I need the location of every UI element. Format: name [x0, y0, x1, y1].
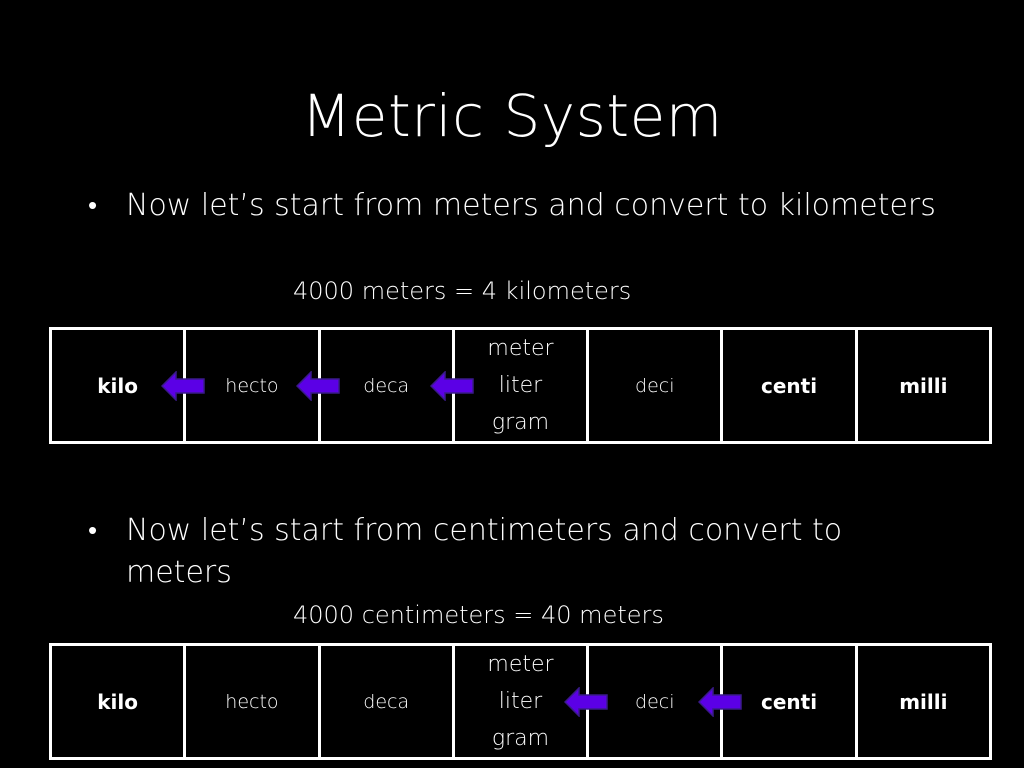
cell-centi-label: centi — [761, 373, 818, 398]
bullet-point-1: • Now let’s start from meters and conver… — [88, 185, 1008, 227]
cell-gram-label: gram — [491, 410, 550, 435]
cell-deca-label: deca — [363, 690, 410, 713]
bullet-text-1: Now let’s start from meters and convert … — [126, 188, 936, 223]
prefix-table-1: kilo hecto deca meter liter gram deci ce… — [49, 327, 992, 444]
cell-milli: milli — [858, 330, 989, 441]
cell-deci: deci — [589, 330, 724, 441]
cell-hecto-label: hecto — [225, 690, 279, 713]
cell-centi-label: centi — [761, 689, 818, 714]
left-arrow-icon — [161, 370, 206, 401]
cell-centi: centi — [723, 330, 858, 441]
cell-meter-label: meter — [487, 652, 554, 677]
cell-deci: deci — [589, 646, 743, 757]
cell-deci-label: deci — [635, 690, 675, 713]
bullet-icon: • — [88, 516, 98, 546]
cell-base-units: meter liter gram — [455, 330, 590, 441]
cell-deca-label: deca — [363, 374, 410, 397]
cell-kilo: kilo — [52, 646, 187, 757]
cell-gram-label: gram — [491, 726, 550, 751]
bullet-point-2: • Now let’s start from centimeters and c… — [88, 510, 928, 594]
cell-milli-label: milli — [899, 689, 948, 714]
cell-deca: deca — [321, 330, 474, 441]
bullet-icon: • — [88, 191, 98, 221]
cell-deca: deca — [321, 646, 455, 757]
conversion-equation-1: 4000 meters = 4 kilometers — [293, 277, 632, 305]
bullet-text-2: Now let’s start from centimeters and con… — [126, 513, 843, 590]
left-arrow-icon — [295, 370, 340, 401]
cell-hecto-label: hecto — [225, 374, 279, 397]
left-arrow-icon — [564, 686, 608, 717]
cell-meter-label: meter — [487, 336, 554, 361]
cell-hecto: hecto — [186, 646, 321, 757]
cell-kilo: kilo — [52, 330, 206, 441]
cell-liter-label: liter — [498, 373, 543, 398]
cell-hecto: hecto — [186, 330, 340, 441]
conversion-equation-2: 4000 centimeters = 40 meters — [293, 601, 664, 629]
cell-centi: centi — [723, 646, 858, 757]
cell-kilo-label: kilo — [97, 373, 139, 398]
cell-milli-label: milli — [899, 373, 948, 398]
cell-base-units: meter liter gram — [455, 646, 608, 757]
cell-liter-label: liter — [498, 689, 543, 714]
slide-title: Metric System — [301, 82, 723, 150]
cell-milli: milli — [858, 646, 989, 757]
cell-kilo-label: kilo — [97, 689, 139, 714]
left-arrow-icon — [429, 370, 474, 401]
prefix-table-2: kilo hecto deca meter liter gram deci ce… — [49, 643, 992, 760]
cell-deci-label: deci — [635, 374, 675, 397]
left-arrow-icon — [698, 686, 743, 717]
